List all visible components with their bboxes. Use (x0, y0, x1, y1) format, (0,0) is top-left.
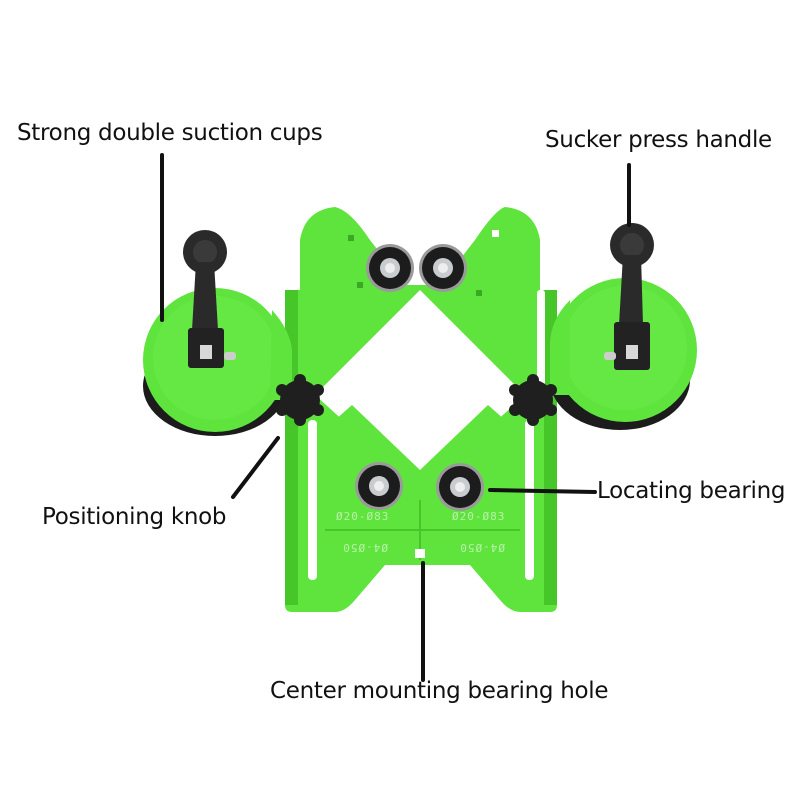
leader-locating-bearing (488, 488, 597, 494)
marking-left-lower: Ø4-Ø50 (342, 541, 388, 554)
label-suction-cups: Strong double suction cups (17, 120, 323, 146)
left-positioning-knob (276, 374, 324, 426)
leader-lines (160, 153, 631, 682)
right-press-handle (604, 223, 654, 370)
top-left-bearing (366, 244, 414, 292)
marking-right-lower: Ø4-Ø50 (459, 541, 505, 554)
label-locating-bearing: Locating bearing (597, 478, 786, 504)
bottom-right-bearing (436, 463, 484, 511)
label-positioning-knob: Positioning knob (42, 504, 227, 530)
marking-left-upper: Ø20-Ø83 (336, 510, 389, 523)
bottom-left-bearing (355, 462, 403, 510)
label-center-hole: Center mounting bearing hole (270, 678, 609, 704)
center-bearing-hole (415, 549, 425, 558)
top-right-bearing (419, 244, 467, 292)
left-press-handle (183, 230, 236, 368)
leader-positioning-knob (231, 436, 280, 499)
marking-right-upper: Ø20-Ø83 (452, 510, 505, 523)
right-positioning-knob (509, 374, 557, 426)
label-press-handle: Sucker press handle (545, 127, 772, 153)
